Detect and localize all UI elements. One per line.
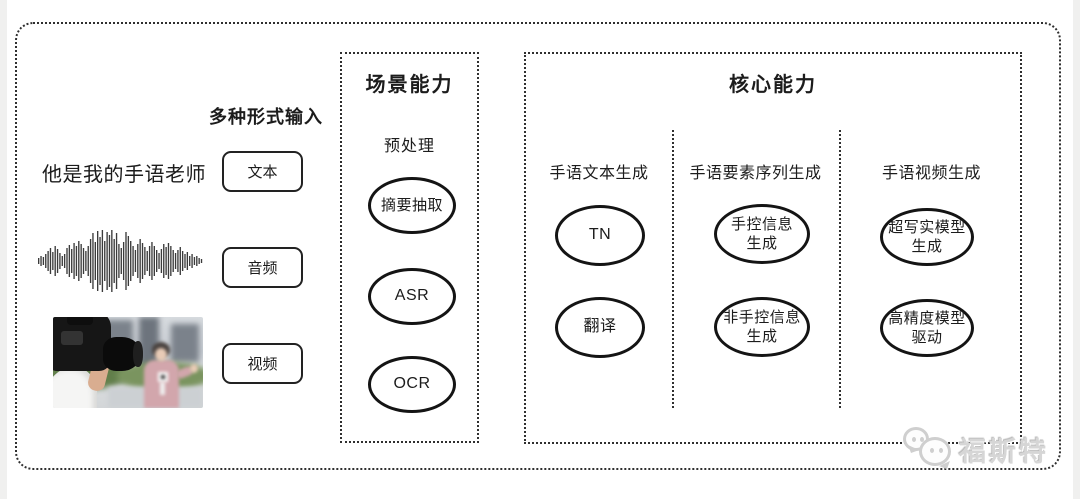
- column-divider: [839, 130, 841, 408]
- building-shape: [171, 324, 199, 362]
- reporter-video-still: [53, 317, 203, 408]
- microphone: [160, 382, 165, 395]
- node-ocr: OCR: [368, 356, 456, 413]
- core-capability-box: 核心能力 手语文本生成 手语要素序列生成 手语视频生成 TN 翻译 手控信息 生…: [524, 52, 1022, 444]
- camera-lens-ring: [133, 341, 143, 367]
- watermark: 福斯特: [901, 425, 1049, 477]
- column-label-element-sequence-generation: 手语要素序列生成: [689, 165, 822, 182]
- node-summary-extraction: 摘要抽取: [368, 177, 456, 234]
- node-asr: ASR: [368, 268, 456, 325]
- column-label-video-generation: 手语视频生成: [881, 165, 981, 182]
- reporter-hand: [190, 364, 198, 373]
- core-capability-title: 核心能力: [729, 74, 817, 96]
- node-hyperreal-model-generation: 超写实模型 生成: [880, 208, 974, 266]
- input-type-video-box: 视频: [222, 343, 303, 384]
- sample-input-text: 他是我的手语老师: [42, 164, 206, 186]
- scene-capability-box: 场景能力 预处理 摘要抽取 ASR OCR: [340, 52, 479, 443]
- microphone-logo: [161, 375, 165, 379]
- node-tn: TN: [555, 205, 645, 266]
- column-divider: [672, 130, 674, 408]
- input-type-text-box: 文本: [222, 151, 303, 192]
- chat-bubbles-logo-icon: [901, 425, 955, 477]
- scene-capability-title: 场景能力: [365, 74, 454, 96]
- outer-dashed-frame: [15, 22, 1061, 470]
- node-translation: 翻译: [555, 297, 645, 358]
- node-high-precision-model-driving: 高精度模型 驱动: [880, 299, 974, 357]
- chat-bubble-big: [919, 437, 951, 466]
- column-label-text-generation: 手语文本生成: [549, 165, 649, 182]
- reporter-face: [155, 348, 167, 361]
- page-edge-left: [0, 0, 7, 499]
- input-section-heading: 多种形式输入: [209, 107, 323, 127]
- page-edge-right: [1073, 0, 1080, 499]
- input-type-audio-box: 音频: [222, 247, 303, 288]
- camera-top: [67, 317, 93, 325]
- camera-detail: [61, 331, 83, 345]
- node-manual-info-generation: 手控信息 生成: [714, 204, 810, 264]
- audio-waveform-icon: [38, 228, 204, 294]
- building-shape: [139, 317, 159, 369]
- preprocess-label: 预处理: [383, 138, 435, 155]
- node-non-manual-info-generation: 非手控信息 生成: [714, 297, 810, 357]
- watermark-text: 福斯特: [959, 436, 1049, 467]
